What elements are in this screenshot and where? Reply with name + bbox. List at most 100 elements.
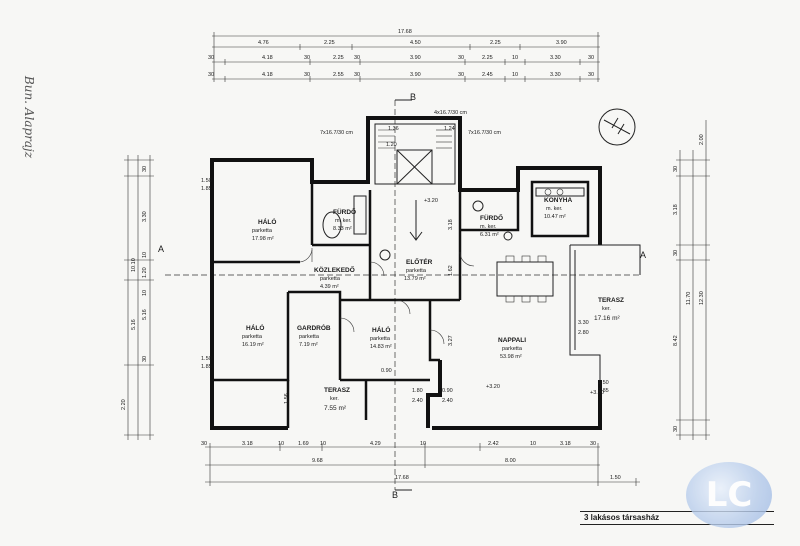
dim-left-v1-6: 30 [142, 356, 148, 362]
room-halo1-name: HÁLÓ [258, 217, 276, 226]
dim-left-v1-2: 10 [142, 252, 148, 258]
dim-misc-9: 3.18 [448, 219, 454, 230]
room-terasz1-floor: ker. [602, 306, 611, 312]
dim-misc-18: 0.90 [442, 388, 453, 394]
dim-right-v2-1: 12.30 [699, 291, 705, 305]
room-halo2-name: HÁLÓ [246, 323, 264, 332]
dim-top-r1-b: 2.25 [324, 40, 335, 46]
dim-top-r1-c: 4.50 [410, 40, 421, 46]
room-furdo2-area: 6.31 m² [480, 232, 499, 238]
room-nappali-area: 53.98 m² [500, 354, 522, 360]
dim-left-v2-1: 5.16 [131, 319, 137, 330]
dim-bot-r1-9: 3.18 [560, 441, 571, 447]
dim-left-v1-5: 5.16 [142, 309, 148, 320]
dim-top-r3-4: 30 [354, 72, 360, 78]
top-dimension-chains: 17.68 4.76 2.25 4.50 2.25 3.90 30 4.18 3… [208, 29, 600, 82]
right-dimension-chains: 30 3.18 30 8.42 30 11.70 12.30 2.00 [673, 120, 710, 440]
room-furdo2-floor: m. ker. [480, 224, 497, 230]
north-arrow-icon [598, 108, 636, 146]
dim-top-r2-2: 30 [304, 55, 310, 61]
room-furdo1-name: FÜRDŐ [333, 207, 356, 216]
dim-misc-19: 2.40 [442, 398, 453, 404]
dim-bot-r1-2: 10 [278, 441, 284, 447]
room-gardrob-name: GARDRÓB [297, 323, 331, 332]
room-konyha-area: 10.47 m² [544, 214, 566, 220]
dim-misc-1: 1.85 [201, 186, 212, 192]
dim-top-r3-1: 4.18 [262, 72, 273, 78]
room-terasz2-floor: ker. [330, 396, 339, 402]
room-halo3-floor: parketta [370, 336, 391, 342]
dim-misc-3: 1.85 [201, 364, 212, 370]
handwritten-note: Bun. Alaprajz [22, 75, 37, 159]
section-b-bottom: B [392, 490, 398, 500]
dim-bot-total: 17.68 [395, 475, 409, 481]
room-halo1-area: 17.98 m² [252, 236, 274, 242]
dim-misc-8: 3.27 [448, 335, 454, 346]
room-kozlekedo-floor: parketta [320, 276, 341, 282]
dim-top-r2-7: 2.25 [482, 55, 493, 61]
dim-bot-r1-3: 1.69 [298, 441, 309, 447]
dim-bot-r1-4: 10 [320, 441, 326, 447]
dim-misc-6: 1.50 [598, 380, 609, 386]
dim-misc-7: 1.85 [598, 388, 609, 394]
dim-top-r2-1: 4.18 [262, 55, 273, 61]
dim-misc-0: 1.50 [201, 178, 212, 184]
dim-misc-4: 3.30 [578, 320, 589, 326]
stair-spec-right: 7x16.7/30 cm [468, 130, 501, 136]
dim-top-r3-5: 3.90 [410, 72, 421, 78]
stair-spec-left: 7x16.7/30 cm [320, 130, 353, 136]
room-gardrob-floor: parketta [299, 334, 320, 340]
dim-left-v3-0: 2.20 [121, 399, 127, 410]
dim-right-v2-2: 2.00 [699, 134, 705, 145]
room-konyha-name: KONYHA [544, 197, 572, 204]
dim-bot-r1-5: 4.29 [370, 441, 381, 447]
dim-misc-11: 1.62 [448, 265, 454, 276]
room-eloter-area: 13.79 m² [404, 276, 426, 282]
room-eloter-name: ELŐTÉR [406, 257, 433, 266]
dim-top-r1-e: 3.90 [556, 40, 567, 46]
room-halo2-floor: parketta [242, 334, 263, 340]
room-terasz2-area: 7.55 m² [324, 405, 347, 412]
level-marker-3: +3.20 [590, 390, 604, 396]
dim-misc-15: 0.90 [381, 368, 392, 374]
dim-right-v1-4: 30 [673, 426, 679, 432]
room-kozlekedo-area: 4.39 m² [320, 284, 339, 290]
door-swings [299, 248, 475, 345]
terrace-right-outline [569, 244, 641, 380]
dim-top-r2-5: 3.90 [410, 55, 421, 61]
dim-right-v1-0: 30 [673, 166, 679, 172]
dim-bot-r1-6: 10 [420, 441, 426, 447]
room-halo1-floor: parketta [252, 228, 273, 234]
dim-top-r3-6: 30 [458, 72, 464, 78]
dim-top-r1-a: 4.76 [258, 40, 269, 46]
stair-spec-top: 4x16.7/30 cm [434, 110, 467, 116]
left-dimension-chains: 30 3.30 10 1.20 10 5.16 30 10.10 5.16 2.… [121, 155, 154, 440]
room-furdo2-name: FÜRDŐ [480, 213, 503, 222]
dim-bot-r1-1: 3.18 [242, 441, 253, 447]
room-nappali-floor: parketta [502, 346, 523, 352]
section-a-right: A [640, 250, 646, 260]
dim-misc-12: 1.20 [386, 142, 397, 148]
room-halo3-name: HÁLÓ [372, 325, 390, 334]
dining-table [496, 255, 554, 303]
dim-top-total: 17.68 [398, 29, 412, 35]
section-a-left: A [158, 244, 164, 254]
room-furdo1-area: 8.33 m² [333, 226, 352, 232]
section-b-top: B [410, 92, 416, 102]
room-kozlekedo-name: KÖZLEKEDŐ [314, 265, 355, 274]
dim-right-v1-1: 3.18 [673, 204, 679, 215]
dim-bot-r1-8: 10 [530, 441, 536, 447]
dim-top-r3-3: 2.55 [333, 72, 344, 78]
room-nappali-name: NAPPALI [498, 337, 526, 344]
level-marker-1: +3.20 [424, 198, 438, 204]
bathroom-fixtures [322, 187, 585, 261]
dim-bot-r1-0: 30 [201, 441, 207, 447]
dim-misc-14: 1.36 [388, 126, 399, 132]
dim-left-v2-0: 10.10 [131, 258, 137, 272]
dim-misc-16: 1.80 [412, 388, 423, 394]
room-furdo1-floor: m. ker. [335, 218, 352, 224]
dim-top-r3-0: 30 [208, 72, 214, 78]
dim-bot-extra: 1.50 [610, 475, 621, 481]
dim-misc-13: 1.24 [444, 126, 455, 132]
